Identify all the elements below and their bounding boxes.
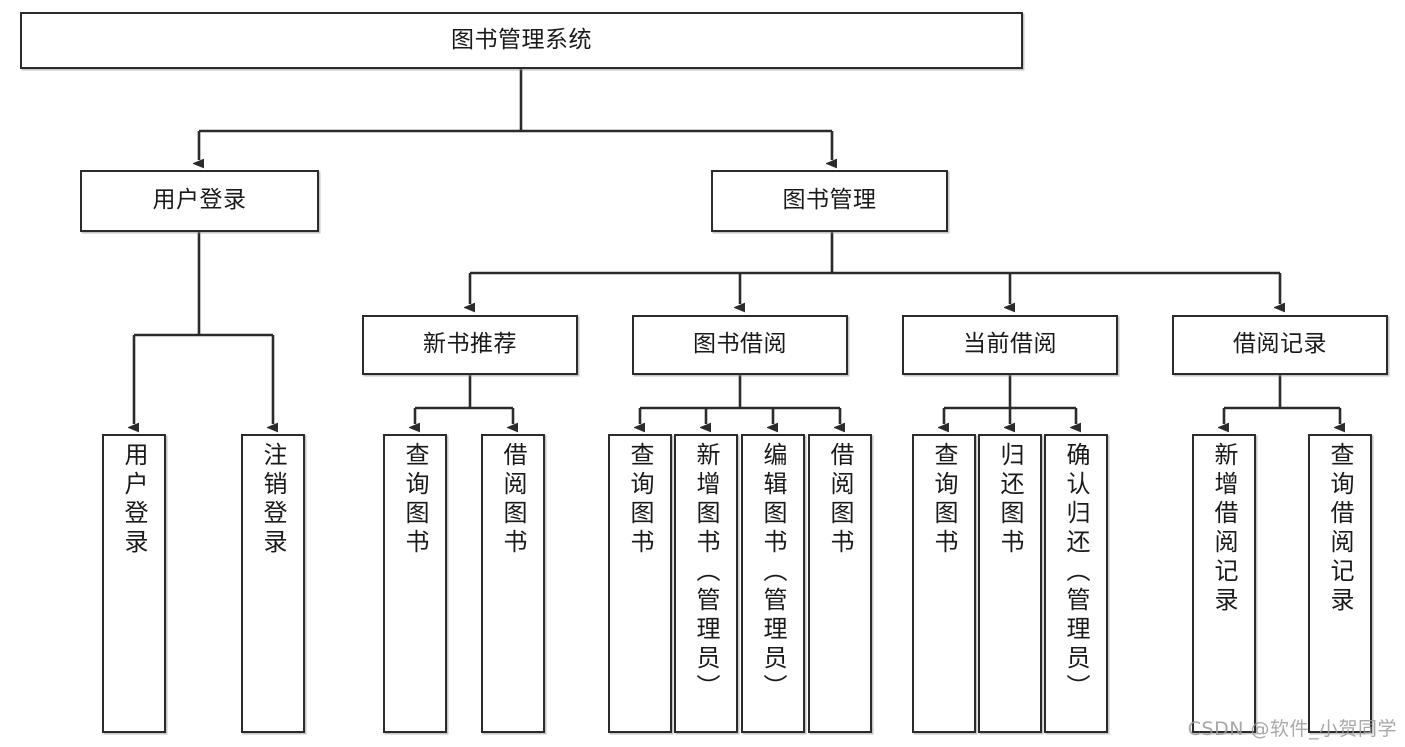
leaf-borrow-query-book[interactable]: 查询图书 <box>608 434 672 733</box>
leaf-current-confirm-return[interactable]: 确认归还（管理员） <box>1044 434 1108 733</box>
leaf-record-add[interactable]: 新增借阅记录 <box>1192 434 1256 733</box>
node-new-book-recommend[interactable]: 新书推荐 <box>362 315 578 375</box>
node-label: 注销登录 <box>259 442 287 558</box>
node-label: 图书管理 <box>782 187 877 214</box>
leaf-recommend-query-book[interactable]: 查询图书 <box>383 434 447 733</box>
node-label: 借阅图书 <box>826 442 854 558</box>
leaf-current-return-book[interactable]: 归还图书 <box>978 434 1042 733</box>
leaf-recommend-borrow-book[interactable]: 借阅图书 <box>481 434 545 733</box>
node-label: 用户登录 <box>120 442 148 558</box>
leaf-borrow-borrow-book[interactable]: 借阅图书 <box>808 434 872 733</box>
watermark: CSDN @软件_小贺同学 <box>1187 718 1397 740</box>
node-book-management[interactable]: 图书管理 <box>711 170 948 232</box>
node-book-borrow[interactable]: 图书借阅 <box>632 315 848 375</box>
node-label: 借阅图书 <box>499 442 527 558</box>
node-label: 图书管理系统 <box>451 26 592 53</box>
node-label: 编辑图书（管理员） <box>759 442 787 703</box>
node-label: 新增图书（管理员） <box>692 442 720 703</box>
node-borrow-record[interactable]: 借阅记录 <box>1172 315 1388 375</box>
leaf-borrow-edit-book[interactable]: 编辑图书（管理员） <box>741 434 805 733</box>
leaf-user-login[interactable]: 用户登录 <box>102 434 166 733</box>
node-label: 借阅记录 <box>1233 331 1327 358</box>
node-label: 图书借阅 <box>693 331 787 358</box>
node-label: 新增借阅记录 <box>1210 442 1238 616</box>
node-user-login[interactable]: 用户登录 <box>80 170 319 232</box>
node-label: 归还图书 <box>996 442 1024 558</box>
node-label: 查询借阅记录 <box>1326 442 1354 616</box>
leaf-current-query-book[interactable]: 查询图书 <box>912 434 976 733</box>
node-label: 查询图书 <box>930 442 958 558</box>
node-label: 用户登录 <box>152 187 247 214</box>
node-current-borrow[interactable]: 当前借阅 <box>902 315 1118 375</box>
leaf-logout[interactable]: 注销登录 <box>241 434 305 733</box>
node-label: 确认归还（管理员） <box>1062 442 1090 703</box>
node-label: 当前借阅 <box>963 331 1057 358</box>
node-label: 查询图书 <box>626 442 654 558</box>
leaf-borrow-add-book[interactable]: 新增图书（管理员） <box>674 434 738 733</box>
node-root-system[interactable]: 图书管理系统 <box>20 12 1023 69</box>
node-label: 新书推荐 <box>423 331 517 358</box>
leaf-record-query[interactable]: 查询借阅记录 <box>1308 434 1372 733</box>
node-label: 查询图书 <box>401 442 429 558</box>
